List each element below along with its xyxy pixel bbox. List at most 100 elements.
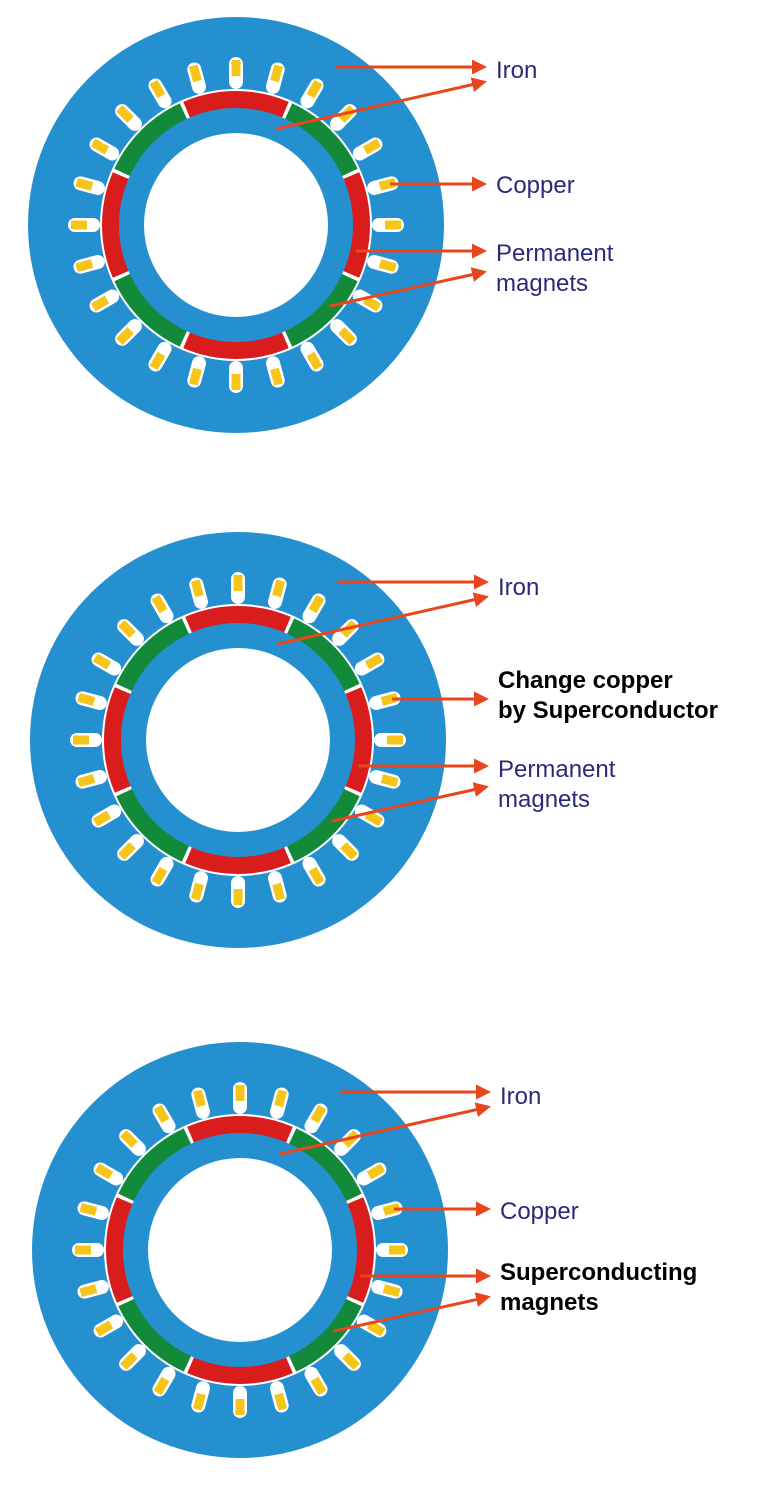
label-superconductor-2-line-1: Change copper — [498, 667, 673, 694]
stator-slot — [77, 1201, 109, 1220]
leader-arrow-5 — [329, 267, 487, 308]
label-superconductor-2: Change copper by Superconductor — [498, 666, 718, 726]
leader-arrow-2 — [279, 1102, 491, 1156]
conductor-bar — [75, 177, 94, 191]
rotor-magnet-segment — [288, 1298, 362, 1372]
machine-panel-3: Iron Copper Superconducting magnets — [0, 1025, 771, 1505]
conductor-bar — [231, 374, 241, 390]
conductor-bar — [231, 60, 241, 76]
conductor-bar — [274, 1392, 288, 1411]
conductor-bar — [366, 1163, 386, 1180]
stator-slot — [119, 1344, 146, 1371]
conductor-bar — [306, 351, 323, 371]
conductor-bar — [151, 866, 168, 886]
stator-slot — [231, 572, 245, 604]
conductor-bar — [116, 327, 134, 345]
stator-slot — [187, 62, 206, 94]
stator-slot — [75, 691, 107, 710]
stator-slot — [372, 218, 404, 232]
conductor-bar — [188, 367, 202, 386]
leader-arrow-2 — [277, 592, 489, 646]
stator-slot — [376, 1243, 408, 1257]
stator-slot — [73, 176, 105, 195]
conductor-bar — [118, 620, 136, 638]
stator-slot — [229, 57, 243, 89]
conductor-bar — [306, 79, 323, 99]
stator-slot — [354, 804, 385, 828]
stator-slot — [68, 218, 100, 232]
label-copper-3: Copper — [500, 1197, 579, 1227]
stator-slot — [268, 577, 287, 609]
conductor-bar — [90, 295, 110, 312]
stator-slot — [189, 577, 208, 609]
stator-slot — [89, 137, 120, 161]
stator-slot — [89, 289, 120, 313]
machine-cross-section-1 — [28, 17, 487, 433]
conductor-bar — [149, 351, 166, 371]
rotor-magnet-segment — [118, 1298, 192, 1372]
stator-slot — [268, 871, 287, 903]
conductor-bar — [389, 1245, 405, 1255]
stator-slot — [75, 770, 107, 789]
label-magnets-2-line-2: magnets — [498, 786, 591, 813]
arrows-2 — [277, 574, 489, 823]
conductor-bar — [272, 882, 286, 901]
conductor-bar — [149, 79, 166, 99]
conductor-bar — [190, 579, 204, 598]
stator-slot — [115, 319, 142, 346]
conductor-bar — [362, 295, 382, 312]
rotor-magnet-segment — [116, 788, 190, 862]
stator-slot — [367, 255, 399, 274]
conductor-bar — [118, 842, 136, 860]
label-magnets-3-line-1: Superconducting — [500, 1259, 698, 1286]
label-iron-2: Iron — [498, 574, 540, 601]
machine-cross-section-2 — [30, 532, 489, 948]
stator-slot — [369, 770, 401, 789]
stator-slot — [93, 1162, 124, 1186]
rotor-magnet-segment — [116, 618, 190, 692]
stator-slot — [148, 341, 172, 372]
motor-drawing-1 — [28, 17, 444, 433]
conductor-bar — [235, 1399, 245, 1415]
conductor-bar — [380, 692, 399, 706]
stator-slot — [352, 137, 383, 161]
conductor-bar — [378, 259, 397, 273]
conductor-bar — [94, 1163, 114, 1180]
conductor-bar — [233, 889, 243, 905]
stator-slot — [300, 341, 324, 372]
conductor-bar — [235, 1085, 245, 1101]
stator-slot — [189, 871, 208, 903]
conductor-bar — [190, 882, 204, 901]
arrows-1 — [275, 59, 487, 308]
stator-slot — [302, 593, 326, 624]
stator-slot — [354, 652, 385, 676]
label-magnets-3-line-2: magnets — [500, 1289, 599, 1316]
conductor-bar — [385, 220, 401, 230]
label-copper-1-line-1: Copper — [496, 172, 575, 199]
motor-drawing-3 — [32, 1042, 448, 1458]
conductor-bar — [270, 64, 284, 83]
stator-slot — [187, 356, 206, 388]
stator-slot — [369, 691, 401, 710]
stator-slot — [266, 356, 285, 388]
machine-cross-section-3 — [32, 1042, 491, 1458]
conductor-bar — [153, 1104, 170, 1124]
stator-slot — [150, 856, 174, 887]
rotor-bore — [148, 1158, 332, 1342]
stator-slot — [371, 1280, 403, 1299]
stator-slot — [91, 804, 122, 828]
label-iron-1: Iron — [496, 57, 538, 84]
leader-arrow-5 — [331, 782, 489, 823]
stator-slot — [229, 361, 243, 393]
stator-slot — [374, 733, 406, 747]
stator-slot — [231, 876, 245, 908]
conductor-bar — [308, 866, 325, 886]
stator-slot — [302, 856, 326, 887]
leader-arrow-5 — [333, 1292, 491, 1333]
rotor-bore — [146, 648, 330, 832]
conductor-bar — [272, 579, 286, 598]
stator-slot — [91, 652, 122, 676]
label-superconducting-magnets-3: Superconducting magnets — [500, 1258, 697, 1318]
stator-slot — [371, 1201, 403, 1220]
stator-slot — [330, 319, 357, 346]
